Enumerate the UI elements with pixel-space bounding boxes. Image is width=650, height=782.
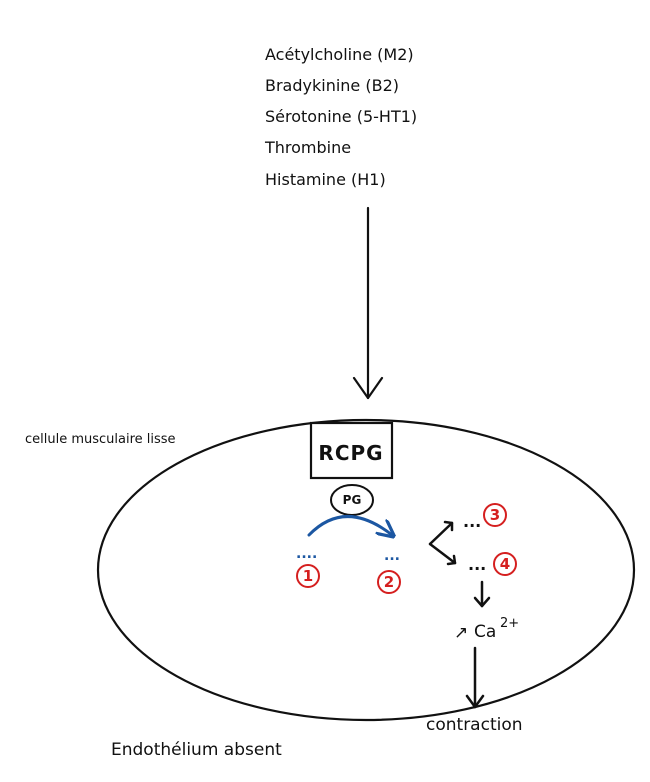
svg-text:4: 4 bbox=[500, 555, 510, 573]
calcium-up-arrow: ↗ bbox=[454, 623, 468, 643]
smooth-muscle-cell bbox=[96, 418, 636, 722]
rcpg-label: RCPG bbox=[318, 441, 383, 465]
svg-text:1: 1 bbox=[303, 567, 313, 585]
g-protein-label: PG bbox=[343, 493, 362, 507]
cell-label: cellule musculaire lisse bbox=[25, 432, 176, 447]
step-badge-1: 1 bbox=[296, 564, 320, 588]
placeholder-step-3: ... bbox=[463, 512, 481, 531]
agonist-arrow-head bbox=[352, 376, 384, 400]
agonist-bradykinine: Bradykinine (B2) bbox=[265, 76, 399, 95]
step-badge-4: 4 bbox=[493, 552, 517, 576]
pathway-arrow bbox=[307, 515, 392, 536]
placeholder-step-1: .... bbox=[296, 546, 317, 562]
to-calcium-arrow-head bbox=[473, 596, 491, 608]
to-contraction-arrow-head bbox=[465, 694, 485, 709]
outcome-label: contraction bbox=[426, 715, 523, 735]
branch-arrow-up bbox=[428, 521, 454, 546]
branch-arrow-up-head bbox=[443, 520, 454, 532]
agonist-histamine: Histamine (H1) bbox=[265, 170, 386, 189]
svg-text:3: 3 bbox=[490, 506, 500, 524]
branch-arrow-down-head bbox=[446, 554, 457, 566]
agonist-serotonine: Sérotonine (5-HT1) bbox=[265, 107, 417, 126]
g-protein: PG bbox=[330, 484, 374, 516]
rcpg-receptor: RCPG bbox=[309, 421, 394, 480]
svg-text:2: 2 bbox=[384, 573, 394, 591]
calcium-charge: 2+ bbox=[500, 616, 519, 631]
placeholder-step-2: ... bbox=[384, 548, 400, 564]
step-badge-2: 2 bbox=[377, 570, 401, 594]
placeholder-step-4: ... bbox=[468, 555, 486, 574]
agonist-list: Acétylcholine (M2) Bradykinine (B2) Séro… bbox=[264, 45, 417, 189]
agonist-thrombine: Thrombine bbox=[264, 138, 351, 157]
branch-arrow-down bbox=[428, 542, 457, 565]
calcium-increase: ↗ Ca 2+ bbox=[454, 616, 519, 643]
step-badge-3: 3 bbox=[483, 503, 507, 527]
condition-label: Endothélium absent bbox=[111, 740, 282, 760]
agonist-acetylcholine: Acétylcholine (M2) bbox=[265, 45, 414, 64]
calcium-label: Ca bbox=[474, 622, 496, 642]
